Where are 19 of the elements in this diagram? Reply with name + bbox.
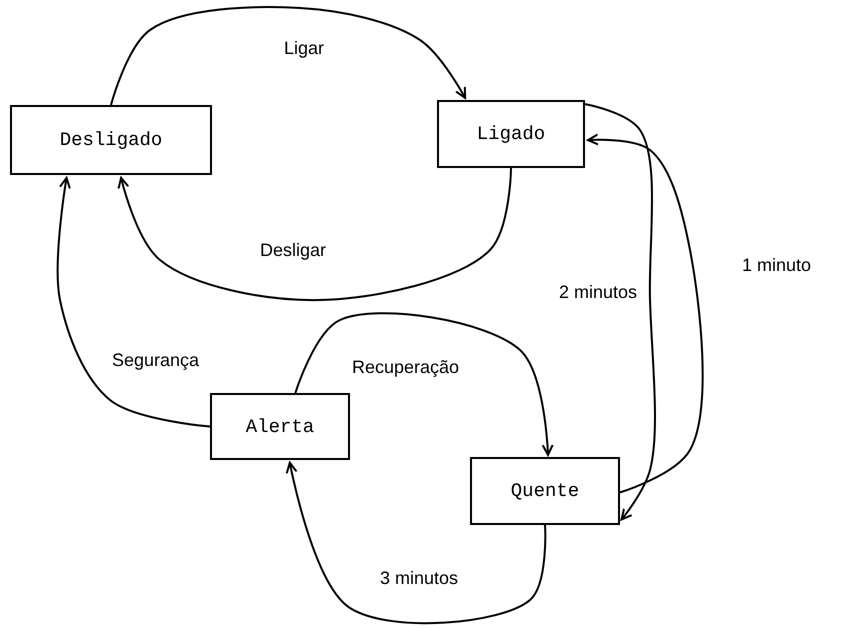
arrow [286, 462, 546, 624]
arrow [294, 312, 554, 456]
edge-label: Desligar [258, 240, 328, 261]
edge-label: Recuperação [350, 357, 462, 378]
arrow [586, 134, 704, 494]
edge-label: Segurança [110, 350, 202, 371]
state-box [437, 100, 585, 168]
arrow [110, 6, 466, 106]
edge-label: Ligar [282, 38, 326, 59]
state-name: Ligado [476, 123, 546, 145]
state-name: Desligado [60, 129, 162, 151]
state-box [470, 457, 620, 525]
arrow [118, 168, 512, 301]
state-box [210, 393, 350, 460]
state-name: Alerta [246, 416, 314, 438]
arrow [56, 176, 210, 428]
state-name: Quente [510, 480, 580, 502]
state-box [10, 105, 212, 175]
arrow [584, 103, 656, 521]
